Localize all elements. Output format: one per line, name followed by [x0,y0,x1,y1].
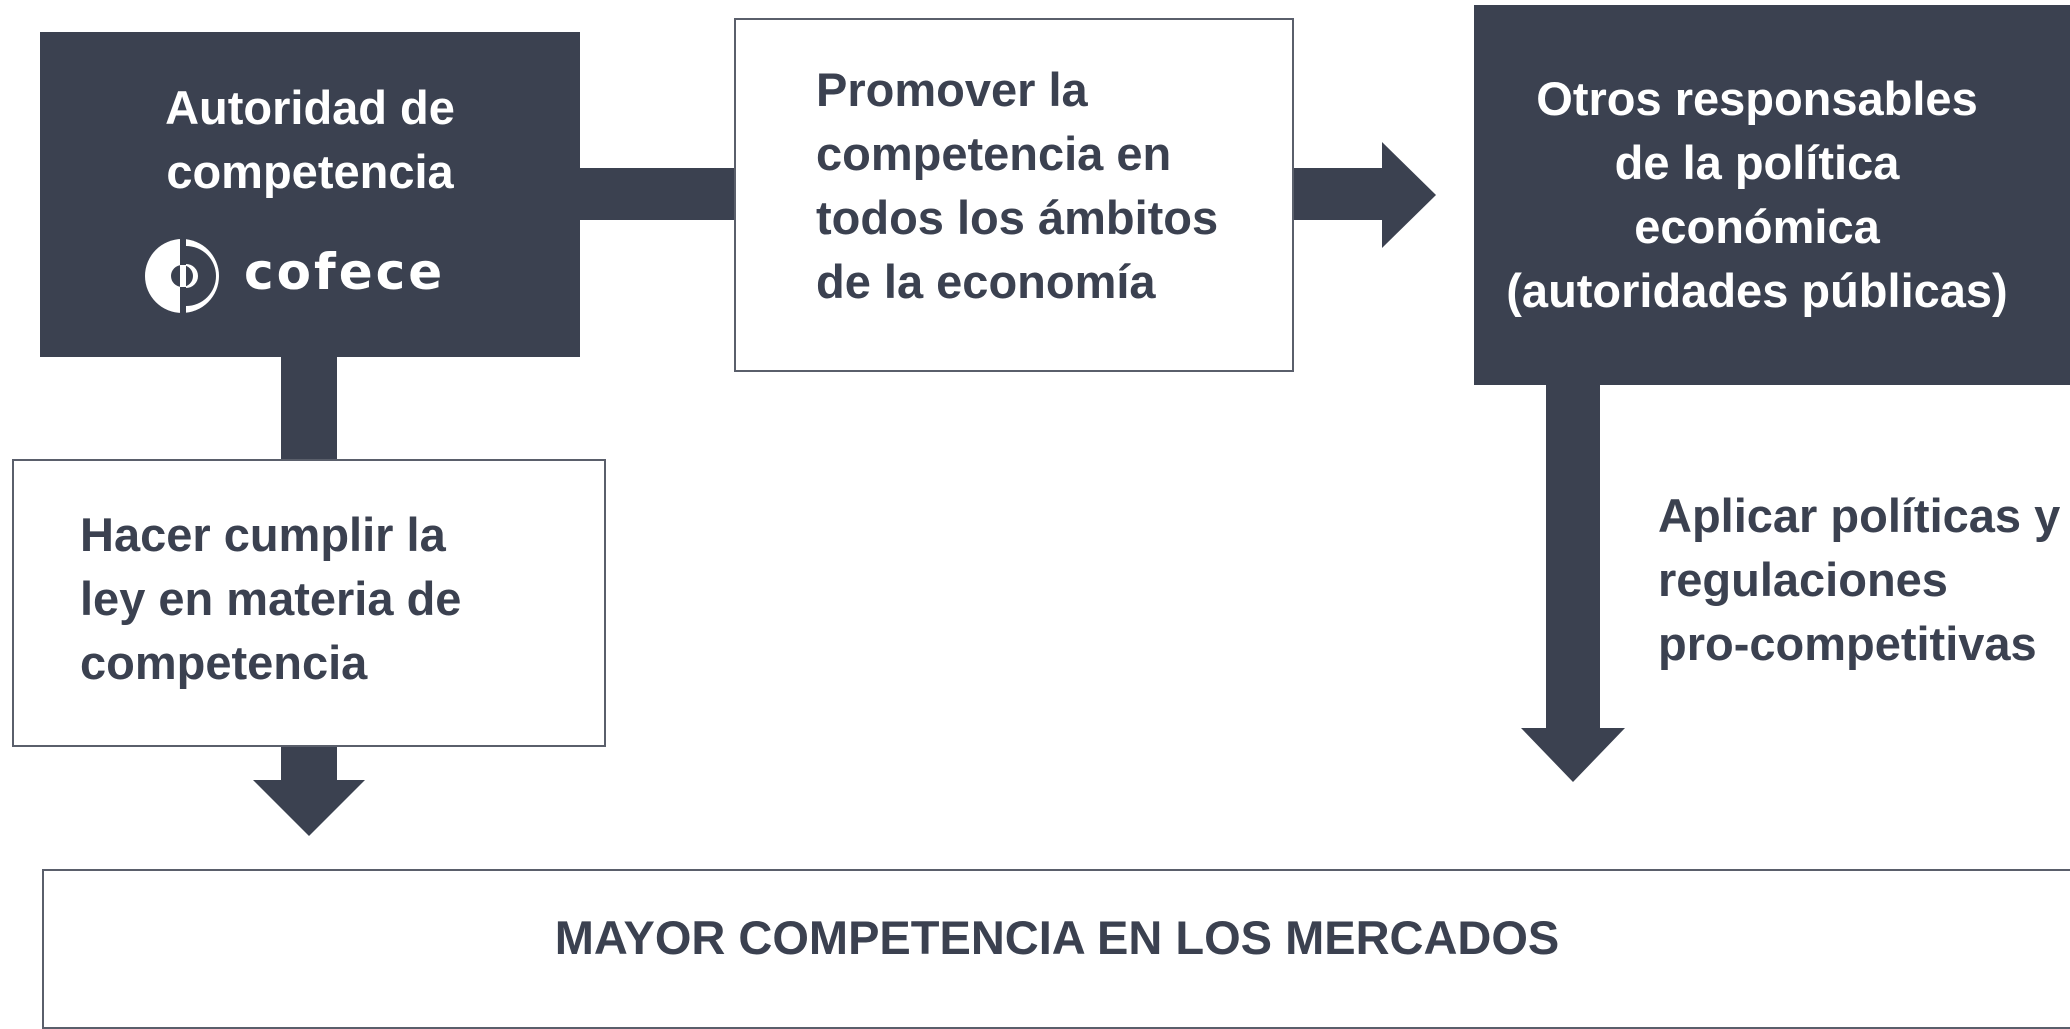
cofece-logo-icon [145,236,219,316]
authority-title-line: Autoridad de [165,81,455,134]
apply-text: Aplicar políticas y regulaciones pro-com… [1658,484,2060,676]
others-text-line: (autoridades públicas) [1506,264,2008,317]
promote-box: Promover la competencia en todos los ámb… [734,18,1294,372]
apply-text-line: Aplicar políticas y [1658,489,2061,542]
cofece-logo: cofece [142,236,462,316]
others-text: Otros responsables de la política económ… [1474,67,2040,323]
arrow-right-icon [1382,142,1436,248]
authority-title-line: competencia [166,145,454,198]
enforce-text: Hacer cumplir la ley en materia de compe… [80,503,461,695]
authority-box: Autoridad de competencia cofece [40,32,580,357]
enforce-text-line: ley en materia de [80,572,462,625]
arrow-down-icon [253,780,365,836]
enforce-box: Hacer cumplir la ley en materia de compe… [12,459,606,747]
cofece-logo-text: cofece [244,243,446,301]
apply-text-line: regulaciones [1658,553,1948,606]
enforce-text-line: Hacer cumplir la [80,508,446,561]
others-text-line: económica [1634,200,1880,253]
promote-text-line: todos los ámbitos [816,191,1219,244]
authority-title: Autoridad de competencia [40,76,580,204]
outcome-label: MAYOR COMPETENCIA EN LOS MERCADOS [554,911,1560,964]
promote-text: Promover la competencia en todos los ámb… [816,58,1218,314]
others-text-line: Otros responsables [1536,72,1978,125]
connector-enforce-to-outcome [281,746,337,782]
connector-authority-to-promote [578,168,736,220]
apply-text-line: pro-competitivas [1658,617,2037,670]
enforce-text-line: competencia [80,636,368,689]
connector-promote-to-others [1292,168,1384,220]
connector-authority-to-enforce [281,356,337,460]
promote-text-line: competencia en [816,127,1172,180]
others-text-line: de la política [1614,136,1900,189]
others-box: Otros responsables de la política económ… [1474,5,2070,385]
arrow-down-icon [1521,728,1625,782]
promote-text-line: de la economía [816,255,1156,308]
promote-text-line: Promover la [816,63,1088,116]
connector-others-to-outcome [1546,384,1600,730]
outcome-box: MAYOR COMPETENCIA EN LOS MERCADOS [42,869,2070,1029]
